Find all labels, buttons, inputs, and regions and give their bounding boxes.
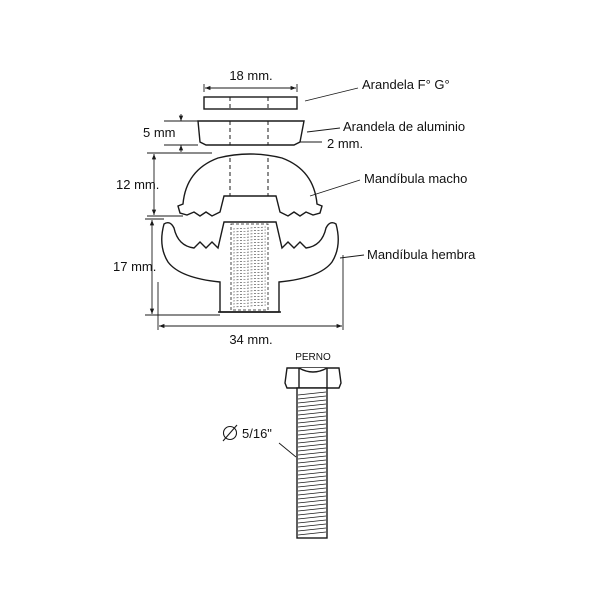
bolt-thread-line — [297, 411, 327, 416]
arandela-aluminio-label: Arandela de aluminio — [343, 119, 465, 134]
mandibula-macho-label: Mandíbula macho — [364, 171, 467, 186]
washer-width-dimension — [203, 84, 298, 92]
alu-thickness-label: 2 mm. — [327, 136, 363, 151]
bolt-thread-line — [297, 511, 327, 516]
mandibula-hembra-leader — [339, 254, 365, 259]
arandela-aluminio — [197, 120, 305, 146]
bolt-thread-line — [297, 439, 327, 444]
bolt-thread-line — [297, 507, 327, 512]
bolt-thread-line — [297, 451, 327, 456]
bolt-thread-line — [297, 459, 327, 464]
bolt-thread-line — [297, 475, 327, 480]
hembra-height-dimension — [145, 218, 220, 316]
perno-label: PERNO — [295, 352, 331, 363]
bolt-thread-line — [297, 523, 327, 528]
bolt-thread-line — [297, 527, 327, 532]
arandela-aluminio-leader — [306, 127, 341, 133]
total-width-dimension — [157, 255, 344, 330]
bolt-thread-line — [297, 427, 327, 432]
bolt-thread-line — [297, 415, 327, 420]
bolt-thread-line — [297, 419, 327, 424]
bolt-thread-line — [297, 491, 327, 496]
arandela-fg-washer — [203, 96, 298, 110]
bolt-thread-line — [297, 431, 327, 436]
total-width-label: 34 mm. — [229, 332, 272, 347]
bolt-thread-line — [297, 455, 327, 460]
mandibula-hembra-label: Mandíbula hembra — [367, 247, 476, 262]
bolt-thread-line — [297, 479, 327, 484]
bolt-thread-line — [297, 395, 327, 400]
bolt-thread-line — [297, 503, 327, 508]
bolt-thread-line — [297, 447, 327, 452]
bolt-thread-line — [297, 471, 327, 476]
bolt-thread-line — [297, 515, 327, 520]
bolt-thread-line — [297, 519, 327, 524]
arandela-fg-label: Arandela F° G° — [362, 77, 450, 92]
mandibula-macho — [177, 153, 323, 217]
bolt-thread-line — [297, 531, 327, 536]
threaded-bore — [230, 223, 269, 311]
bolt-thread-line — [297, 495, 327, 500]
bolt-thread-line — [297, 463, 327, 468]
perno-bolt — [284, 367, 342, 539]
bolt-diameter-label: 5/16" — [242, 426, 272, 441]
bolt-thread-line — [297, 467, 327, 472]
bolt-thread-line — [297, 443, 327, 448]
hembra-height-label: 17 mm. — [113, 259, 156, 274]
mandibula-macho-leader — [309, 179, 361, 197]
bolt-thread-line — [297, 435, 327, 440]
bolt-thread-line — [297, 407, 327, 412]
bolt-thread-line — [297, 399, 327, 404]
bolt-thread-line — [297, 391, 327, 396]
alu-height-label: 5 mm — [143, 125, 176, 140]
macho-height-label: 12 mm. — [116, 177, 159, 192]
bolt-diameter-callout — [222, 424, 297, 458]
bolt-thread-line — [297, 487, 327, 492]
alu-height-dimension — [164, 114, 198, 152]
bolt-thread-line — [297, 499, 327, 504]
arandela-fg-leader — [304, 87, 359, 102]
bolt-thread-line — [297, 423, 327, 428]
bolt-thread-line — [297, 403, 327, 408]
bolt-thread-line — [297, 483, 327, 488]
washer-width-label: 18 mm. — [229, 68, 272, 83]
macho-height-dimension — [147, 152, 212, 217]
